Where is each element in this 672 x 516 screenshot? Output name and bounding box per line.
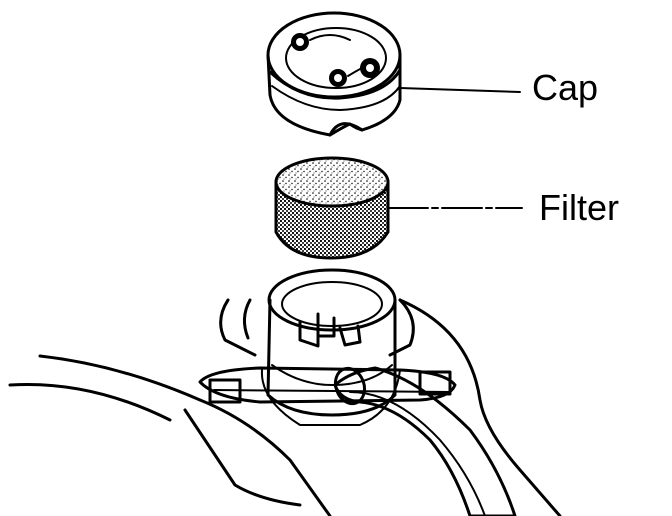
filter-label: Filter xyxy=(539,187,619,228)
cap-valve-holes xyxy=(291,33,380,87)
reservoir-edge xyxy=(398,298,562,516)
cap-part xyxy=(266,11,402,137)
breather-hose xyxy=(333,366,517,516)
cap-leader-line xyxy=(399,87,521,93)
reservoir-neck xyxy=(8,268,457,516)
filter-part xyxy=(274,156,390,260)
cap-label: Cap xyxy=(532,67,599,108)
